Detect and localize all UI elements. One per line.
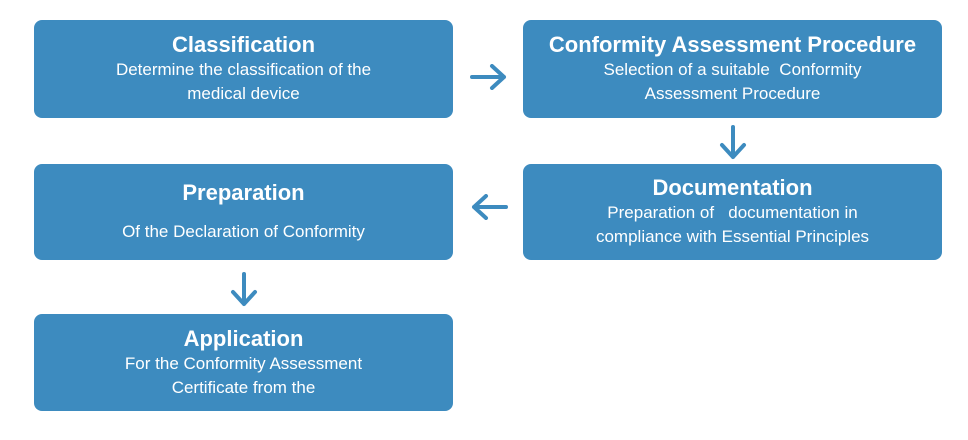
- step-description-line: Preparation of documentation in: [607, 203, 858, 222]
- step-description-line: For the Conformity Assessment: [124, 353, 363, 373]
- arrow-right-icon: [470, 64, 508, 90]
- step-preparation: Preparation Of the Declaration of Confor…: [34, 164, 453, 260]
- step-title: Classification: [171, 32, 316, 57]
- step-documentation: Documentation Preparation of documentati…: [523, 164, 942, 260]
- step-description-line: Selection of a suitable Conformity: [603, 60, 862, 79]
- arrow-down-icon: [718, 125, 748, 161]
- step-conformity-assessment-procedure: Conformity Assessment Procedure Selectio…: [523, 20, 942, 118]
- step-description-line: Certificate from the: [171, 377, 316, 397]
- step-title: Preparation: [182, 180, 305, 205]
- step-description-line: medical device: [187, 84, 300, 103]
- step-title: Documentation: [652, 175, 813, 200]
- step-description-line: compliance with Essential Principles: [595, 227, 870, 246]
- step-title: Conformity Assessment Procedure: [548, 32, 917, 57]
- step-description-line: Determine the classification of the: [115, 60, 372, 79]
- step-title: Application: [183, 325, 304, 351]
- step-application: Application For the Conformity Assessmen…: [34, 314, 453, 411]
- step-description-line: Assessment Procedure: [644, 84, 821, 103]
- arrow-left-icon: [470, 194, 508, 220]
- arrow-down-icon: [229, 272, 259, 308]
- step-classification: Classification Determine the classificat…: [34, 20, 453, 118]
- step-description-line: Of the Declaration of Conformity: [122, 222, 365, 241]
